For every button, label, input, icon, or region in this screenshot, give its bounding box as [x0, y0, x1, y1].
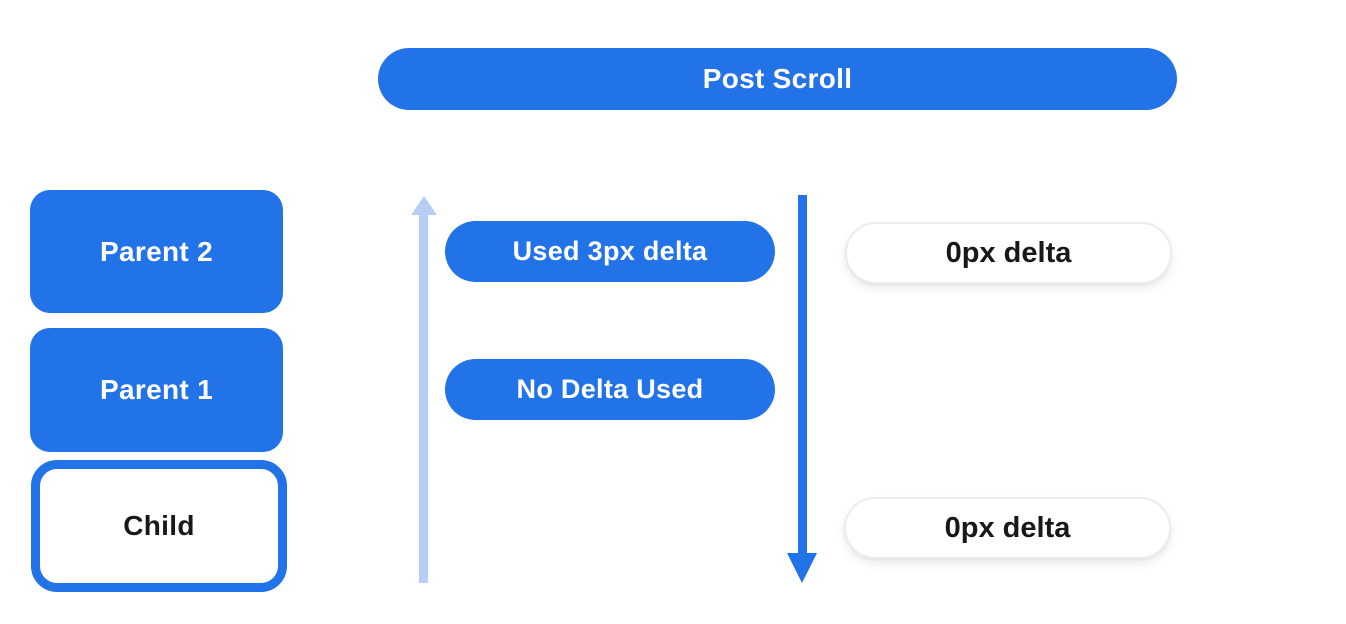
up-arrow-head: [410, 196, 437, 215]
post-scroll-banner: Post Scroll: [378, 48, 1177, 110]
child-box: Child: [31, 460, 287, 592]
up-arrow-shaft: [419, 215, 428, 583]
down-arrow-icon: [787, 195, 817, 583]
zero-delta-bottom-pill: 0px delta: [844, 497, 1171, 559]
parent-1-label: Parent 1: [100, 374, 213, 405]
parent-2-box: Parent 2: [30, 190, 283, 313]
down-arrow-shaft: [797, 195, 807, 553]
zero-delta-top-pill: 0px delta: [845, 222, 1172, 284]
parent-2-label: Parent 2: [100, 235, 213, 267]
parent-1-box: Parent 1: [30, 328, 283, 452]
no-delta-pill: No Delta Used: [445, 359, 775, 420]
up-arrow-icon: [410, 196, 437, 583]
used-delta-label: Used 3px delta: [512, 236, 708, 266]
down-arrow-head: [787, 553, 817, 583]
zero-delta-top-label: 0px delta: [945, 236, 1072, 269]
no-delta-label: No Delta Used: [516, 374, 704, 404]
child-label: Child: [123, 510, 195, 541]
used-delta-pill: Used 3px delta: [445, 221, 775, 282]
post-scroll-banner-label: Post Scroll: [702, 63, 853, 94]
zero-delta-bottom-label: 0px delta: [944, 511, 1071, 544]
